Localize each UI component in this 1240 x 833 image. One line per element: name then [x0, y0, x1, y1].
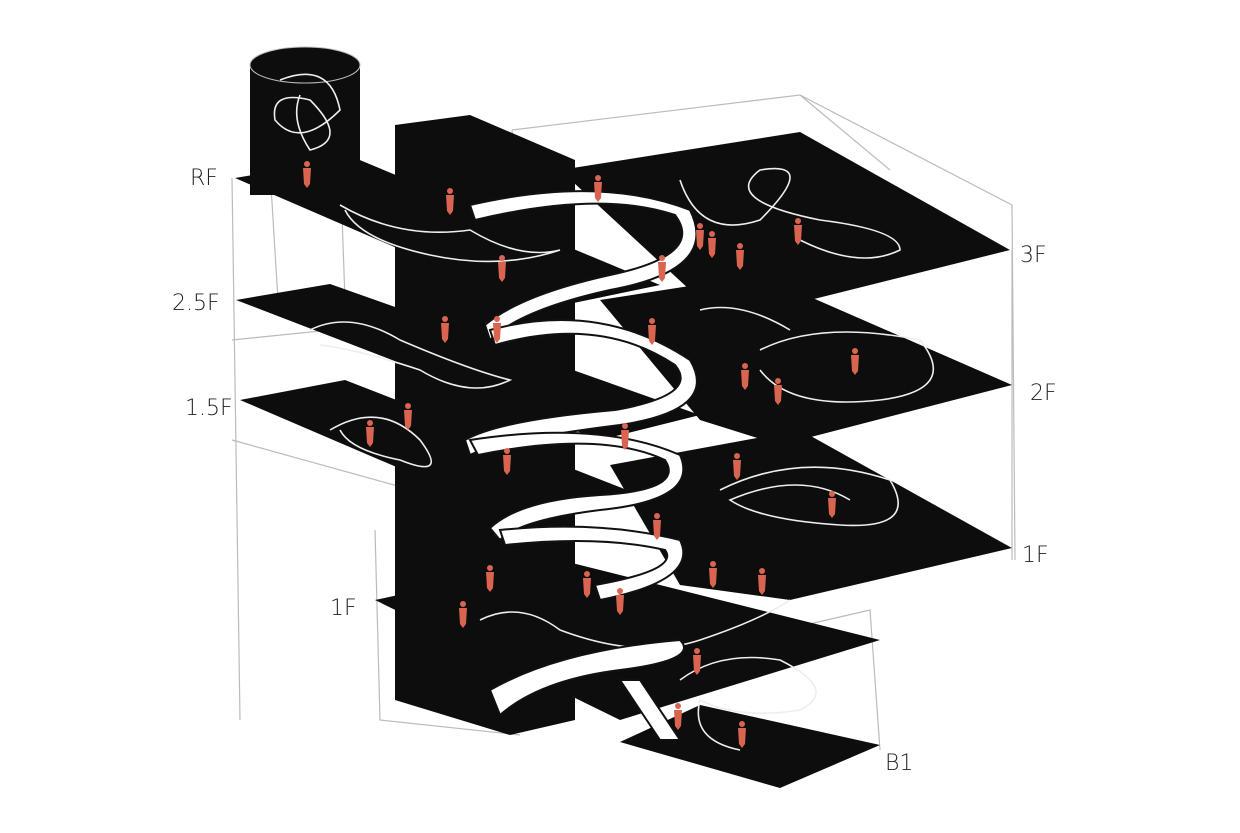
person-icon	[441, 316, 449, 343]
person-icon	[653, 513, 661, 540]
person-icon	[733, 453, 741, 480]
plate-2f	[600, 275, 1012, 445]
person-icon	[774, 378, 782, 405]
plate-1f	[375, 560, 880, 720]
label-1f-right: 1F	[1022, 543, 1049, 568]
person-icon	[459, 601, 467, 628]
person-icon	[738, 721, 746, 748]
label-rf: RF	[190, 166, 218, 191]
person-icon	[404, 403, 412, 430]
plate-1-5f	[240, 380, 640, 520]
person-icon	[736, 243, 744, 270]
person-icon	[758, 568, 766, 595]
person-icon	[708, 231, 716, 258]
person-icon	[583, 571, 591, 598]
person-icon	[794, 218, 802, 245]
person-icon	[366, 420, 374, 447]
person-icon	[674, 703, 682, 730]
person-icon	[709, 561, 717, 588]
label-2-5f: 2.5F	[172, 291, 220, 316]
person-icon	[503, 448, 511, 475]
person-icon	[851, 348, 859, 375]
person-icon	[486, 565, 494, 592]
label-1-5f: 1.5F	[185, 396, 233, 421]
person-icon	[741, 363, 749, 390]
label-2f: 2F	[1030, 381, 1057, 406]
circulation-paths	[309, 167, 935, 751]
person-icon	[616, 588, 624, 615]
person-icon	[828, 491, 836, 518]
label-b1: B1	[885, 751, 913, 776]
person-icon	[658, 255, 666, 282]
person-icon	[696, 223, 704, 250]
label-1f-left: 1F	[330, 596, 357, 621]
person-icon	[648, 318, 656, 345]
person-icon	[594, 175, 602, 202]
label-3f: 3F	[1020, 243, 1047, 268]
person-icon	[446, 188, 454, 215]
person-icon	[498, 255, 506, 282]
spiral-ramp	[463, 190, 698, 741]
people	[303, 161, 859, 748]
person-icon	[693, 648, 701, 675]
plate-rf	[235, 158, 660, 310]
plate-b1	[620, 705, 880, 788]
person-icon	[303, 161, 311, 188]
person-icon	[621, 423, 629, 450]
person-icon	[493, 316, 501, 343]
plate-1f-upper	[610, 430, 1012, 600]
